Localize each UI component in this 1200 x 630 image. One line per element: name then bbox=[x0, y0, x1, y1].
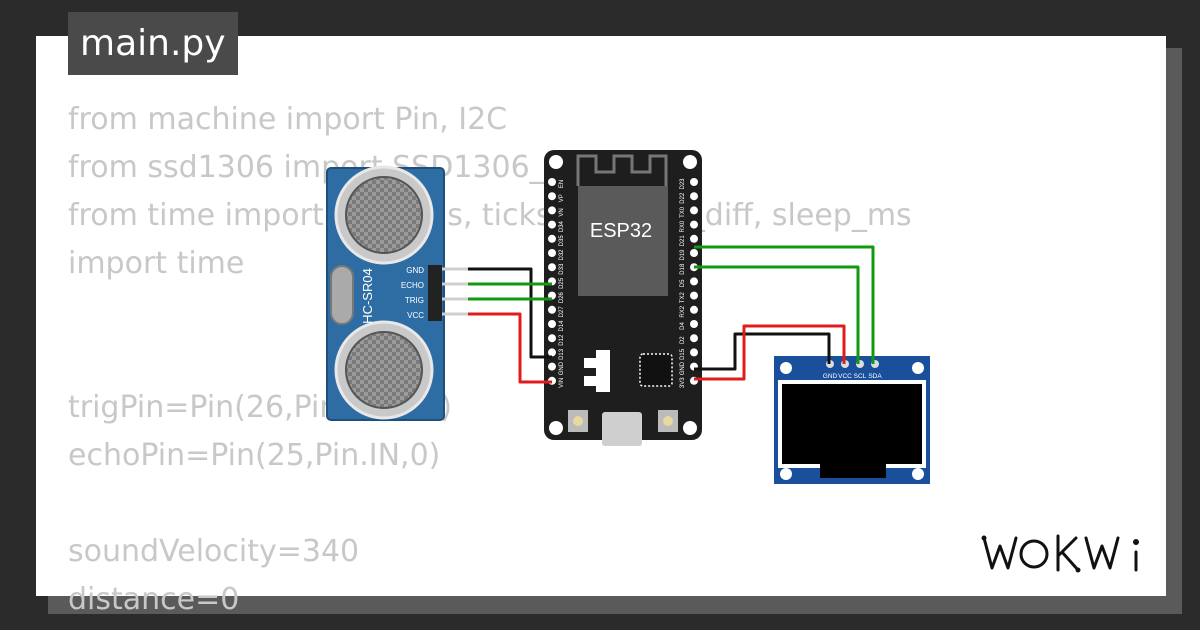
hcsr04-pin-gnd: GND bbox=[406, 266, 424, 275]
esp32-pin-label: D34 bbox=[559, 220, 565, 232]
esp32-pin-d32[interactable] bbox=[548, 249, 556, 257]
esp32-pin-tx2[interactable] bbox=[690, 291, 698, 300]
esp32-pin-label: D21 bbox=[680, 235, 686, 247]
wire-gnd-sensor[interactable] bbox=[468, 267, 552, 359]
esp32-pin-label: D33 bbox=[559, 263, 565, 275]
esp32-pin-label: D27 bbox=[559, 306, 565, 318]
antenna bbox=[576, 154, 668, 186]
esp32-pin-d15[interactable] bbox=[690, 348, 698, 357]
esp32-pin-label: D26 bbox=[559, 291, 565, 303]
wire-vcc-sensor[interactable] bbox=[468, 312, 552, 384]
esp32-pin-label: VP bbox=[559, 194, 565, 202]
hcsr04-label: HC-SR04 bbox=[360, 268, 375, 324]
oled-pin-scl: SCL bbox=[854, 373, 867, 380]
hcsr04-pin-echo: ECHO bbox=[401, 281, 424, 290]
esp32-pin-label: D14 bbox=[559, 320, 565, 332]
esp32-pin-d22[interactable] bbox=[690, 192, 698, 201]
code-line: from machine import Pin, I2C bbox=[68, 102, 508, 137]
esp32-pin-label: RX2 bbox=[680, 305, 686, 317]
wire-gnd-oled[interactable] bbox=[694, 332, 831, 371]
esp32-pin-label: D22 bbox=[680, 192, 686, 204]
esp32-pin-d12[interactable] bbox=[548, 334, 556, 343]
esp32-pin-label: D12 bbox=[559, 334, 565, 346]
wire-scl[interactable] bbox=[694, 265, 860, 364]
esp32-pin-label: TX0 bbox=[680, 206, 686, 218]
esp32-pin-d21[interactable] bbox=[690, 234, 698, 243]
oled-screen bbox=[782, 384, 922, 464]
esp32-pin-rx0[interactable] bbox=[690, 220, 698, 229]
esp32-pin-label: D23 bbox=[680, 178, 686, 190]
esp32-pin-d5[interactable] bbox=[690, 277, 698, 286]
esp32-pin-label: EN bbox=[559, 180, 565, 188]
esp32-pin-label: D13 bbox=[559, 348, 565, 360]
hcsr04-pin-trig: TRIG bbox=[405, 296, 424, 305]
esp32-pin-label: 3V3 bbox=[680, 377, 686, 388]
esp32-pin-label: GND bbox=[680, 361, 686, 375]
esp32-pin-label: TX2 bbox=[680, 291, 686, 303]
esp32-module bbox=[578, 186, 668, 296]
esp32-pin-d34[interactable] bbox=[548, 220, 556, 229]
esp32-pin-label: VIN bbox=[559, 378, 565, 388]
esp32-pin-tx0[interactable] bbox=[690, 206, 698, 215]
code-line: import time bbox=[68, 246, 245, 281]
esp32-pin-label: RX0 bbox=[680, 220, 686, 232]
wire-sda[interactable] bbox=[694, 245, 875, 364]
esp32-pin-label: D15 bbox=[680, 348, 686, 360]
esp32-pin-label: VN bbox=[559, 208, 565, 216]
oled-pin-sda: SDA bbox=[868, 373, 882, 380]
oled-pin-vcc: VCC bbox=[838, 373, 852, 380]
esp32-pin-label: D4 bbox=[680, 322, 686, 330]
wire-vcc-oled[interactable] bbox=[694, 324, 846, 381]
esp32-pin-d2[interactable] bbox=[690, 334, 698, 343]
esp32-pin-d19[interactable] bbox=[690, 249, 698, 257]
oled-pin-gnd: GND bbox=[823, 373, 838, 380]
esp32-pin-d23[interactable] bbox=[690, 178, 698, 186]
esp32-chip-label: ESP32 bbox=[590, 220, 652, 242]
esp32-pin-d13[interactable] bbox=[548, 348, 556, 357]
esp32-pin-label: D5 bbox=[680, 279, 686, 287]
esp32-pin-label: D35 bbox=[559, 235, 565, 247]
esp32-pin-vn[interactable] bbox=[548, 206, 556, 215]
oled-display[interactable]: GND VCC SCL SDA bbox=[774, 356, 930, 484]
esp32-pin-label: D32 bbox=[559, 249, 565, 261]
hcsr04-sensor[interactable]: HC-SR04 GND ECHO TRIG VCC bbox=[326, 165, 468, 421]
esp32-pin-d35[interactable] bbox=[548, 234, 556, 243]
esp32-pin-label: D2 bbox=[680, 336, 686, 344]
esp32-pin-gnd[interactable] bbox=[548, 362, 556, 371]
usb-chip bbox=[639, 353, 673, 387]
esp32-pin-d14[interactable] bbox=[548, 320, 556, 328]
file-tab[interactable]: main.py bbox=[68, 12, 238, 75]
code-line: soundVelocity=340 bbox=[68, 534, 360, 569]
esp32-pin-label: D19 bbox=[680, 249, 686, 261]
esp32-pin-label: D18 bbox=[680, 263, 686, 275]
esp32-pin-label: GND bbox=[559, 361, 565, 375]
usb-port bbox=[602, 412, 642, 446]
wires bbox=[468, 245, 875, 384]
esp32-pin-d27[interactable] bbox=[548, 305, 556, 314]
esp32-board[interactable]: ESP32 ENVPVND34D35D32D33D25D26D27D14D12D… bbox=[544, 150, 702, 446]
esp32-pin-d4[interactable] bbox=[690, 320, 698, 328]
esp32-pin-vp[interactable] bbox=[548, 192, 556, 201]
wokwi-logo bbox=[981, 534, 1139, 573]
code-line: distance=0 bbox=[68, 582, 240, 617]
hcsr04-pin-vcc: VCC bbox=[407, 311, 424, 320]
esp32-pin-rx2[interactable] bbox=[690, 305, 698, 314]
esp32-pin-d33[interactable] bbox=[548, 263, 556, 272]
crystal bbox=[330, 265, 354, 325]
code-line: echoPin=Pin(25,Pin.IN,0) bbox=[68, 438, 441, 473]
esp32-pin-label: D25 bbox=[559, 277, 565, 289]
esp32-pin-en[interactable] bbox=[548, 178, 556, 186]
